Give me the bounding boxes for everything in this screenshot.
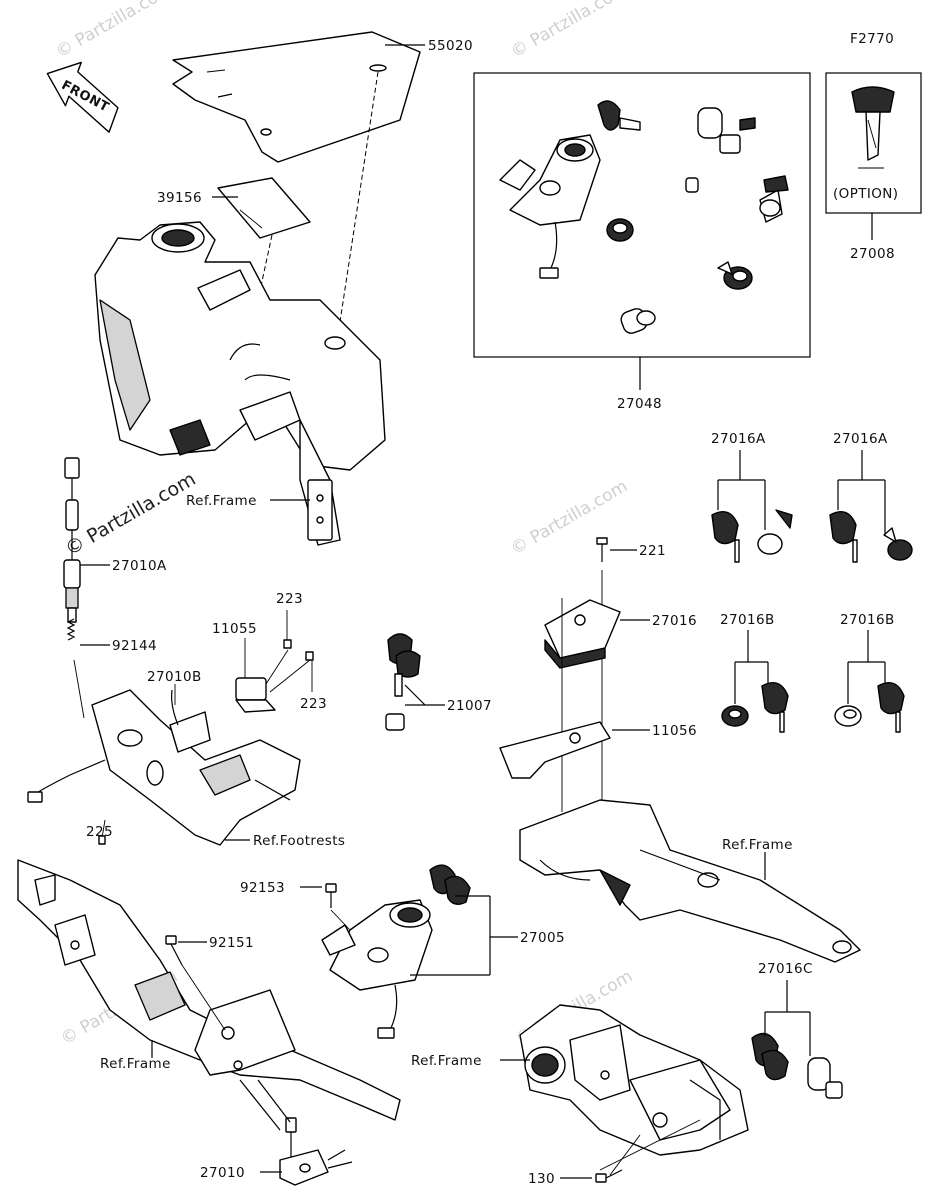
frame-bottom-left-drawing [17, 859, 401, 1121]
part-number-27016B-left[interactable]: 27016B [720, 612, 775, 628]
ignition-switch-27005-drawing [321, 864, 471, 1039]
watermark-prominent: © Partzilla.com [62, 468, 200, 560]
part-number-27010[interactable]: 27010 [200, 1165, 245, 1181]
part-number-221[interactable]: 221 [639, 543, 666, 559]
part-number-55020[interactable]: 55020 [428, 38, 473, 54]
bracket-assembly-drawing [27, 639, 314, 846]
screw-130-drawing [595, 1169, 623, 1183]
key-27008-drawing [851, 86, 895, 169]
watermark-top-left: © Partzilla.com [53, 0, 177, 62]
part-number-223-bottom[interactable]: 223 [300, 696, 327, 712]
part-number-223-top[interactable]: 223 [276, 591, 303, 607]
part-number-27008[interactable]: 27008 [850, 246, 895, 262]
part-number-27016[interactable]: 27016 [652, 613, 697, 629]
watermark-top-mid: © Partzilla.com [508, 0, 632, 62]
part-number-27016A-right[interactable]: 27016A [833, 431, 888, 447]
watermark-mid-right: © Partzilla.com [508, 476, 632, 559]
keys-21007-drawing [385, 633, 421, 731]
bolt-92153-drawing [325, 883, 337, 908]
frame-center-right-drawing [519, 799, 861, 963]
sheet-39156-drawing [217, 177, 311, 239]
part-number-27048[interactable]: 27048 [617, 396, 662, 412]
cover-55020-drawing [172, 31, 421, 163]
keyset-27048-drawing [499, 100, 789, 334]
part-number-92144[interactable]: 92144 [112, 638, 157, 654]
lockset-27016C-drawing [751, 1032, 843, 1099]
keyset-27048-box [473, 72, 811, 358]
ref-frame-right[interactable]: Ref.Frame [722, 837, 793, 853]
part-number-27016A-left[interactable]: 27016A [711, 431, 766, 447]
sensor-27010A-drawing [63, 457, 81, 623]
key-27008-box [825, 72, 922, 214]
part-number-27016B-right[interactable]: 27016B [840, 612, 895, 628]
front-direction-arrow: FRONT [46, 61, 119, 133]
part-number-21007[interactable]: 21007 [447, 698, 492, 714]
part-number-130[interactable]: 130 [528, 1171, 555, 1187]
ref-frame-bottom-mid[interactable]: Ref.Frame [411, 1053, 482, 1069]
lockset-27016B-left-drawing [721, 682, 789, 733]
screw-221-drawing [596, 537, 608, 562]
sensor-27010-drawing [279, 1117, 353, 1186]
part-number-27010B[interactable]: 27010B [147, 669, 202, 685]
lockset-27016A-right-drawing [829, 511, 913, 563]
spring-92144-drawing [66, 618, 76, 641]
part-number-11056[interactable]: 11056 [652, 723, 697, 739]
frame-bottom-right-drawing [519, 1004, 749, 1156]
lockset-27016A-left-drawing [711, 509, 793, 563]
ref-frame-top[interactable]: Ref.Frame [186, 493, 257, 509]
part-number-225[interactable]: 225 [86, 824, 113, 840]
part-number-27016C[interactable]: 27016C [758, 961, 813, 977]
part-number-92151[interactable]: 92151 [209, 935, 254, 951]
part-number-39156[interactable]: 39156 [157, 190, 202, 206]
part-number-92153[interactable]: 92153 [240, 880, 285, 896]
bracket-11056-drawing [499, 721, 611, 779]
ref-frame-bottom-left[interactable]: Ref.Frame [100, 1056, 171, 1072]
part-number-27010A[interactable]: 27010A [112, 558, 167, 574]
bolt-92151-drawing [165, 935, 183, 966]
ref-footrests[interactable]: Ref.Footrests [253, 833, 345, 849]
part-number-27005[interactable]: 27005 [520, 930, 565, 946]
lock-27016-drawing [544, 599, 621, 669]
watermark-layer: © Partzilla.com © Partzilla.com © Partzi… [53, 0, 637, 1049]
frame-headstock-drawing [94, 221, 386, 546]
diagram-id-label: F2770 [850, 31, 894, 47]
part-number-11055[interactable]: 11055 [212, 621, 257, 637]
part-27008-option-note: (OPTION) [833, 186, 898, 202]
lockset-27016B-right-drawing [834, 682, 905, 733]
